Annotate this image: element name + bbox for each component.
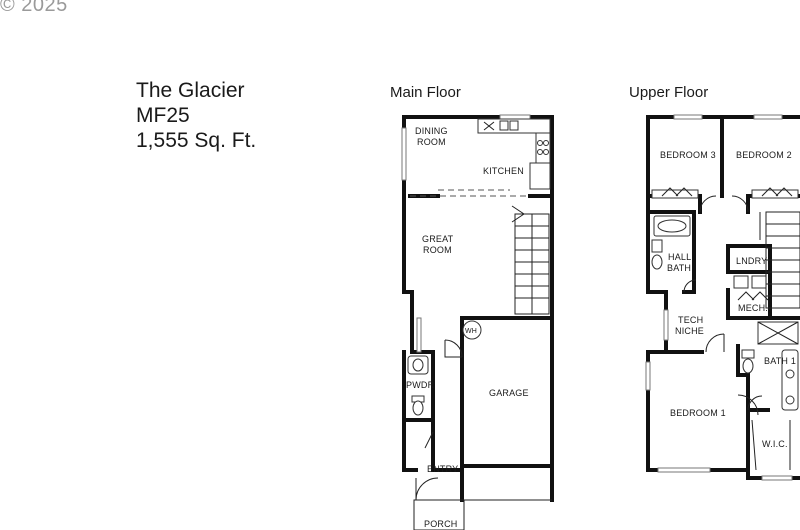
room-label-tech: TECH — [678, 315, 703, 325]
plan-code: MF25 — [136, 104, 190, 127]
copyright-text: © 2025 — [0, 0, 68, 16]
upper-floor-title: Upper Floor — [629, 84, 709, 101]
room-label-bedroom2: BEDROOM 2 — [736, 150, 792, 160]
room-label-wic: W.I.C. — [762, 439, 788, 449]
room-label-tech-2: NICHE — [675, 326, 704, 336]
main-floor-title: Main Floor — [390, 84, 461, 101]
upper-floor-plan — [645, 114, 800, 481]
room-label-great: GREAT — [422, 234, 454, 244]
plan-area: 1,555 Sq. Ft. — [136, 129, 257, 152]
room-label-bedroom1: BEDROOM 1 — [670, 408, 726, 418]
plan-info: The Glacier MF25 1,555 Sq. Ft. — [136, 78, 256, 153]
room-label-entry: ENTRY — [427, 464, 458, 474]
room-label-water-heater: WH — [465, 328, 477, 335]
room-label-hall-bath: HALL — [668, 252, 691, 262]
room-label-hall-bath-2: BATH — [667, 263, 691, 273]
room-label-porch: PORCH — [424, 519, 458, 529]
main-floor-plan — [401, 114, 554, 530]
room-label-great-2: ROOM — [423, 245, 452, 255]
room-label-kitchen: KITCHEN — [483, 166, 524, 176]
room-label-garage: GARAGE — [489, 388, 529, 398]
room-label-dining: DINING — [415, 126, 448, 136]
room-label-mech: MECH. — [738, 303, 768, 313]
room-label-bath1: BATH 1 — [764, 356, 796, 366]
plan-name: The Glacier — [136, 79, 245, 102]
room-label-laundry: LNDRY — [736, 256, 767, 266]
room-label-dining-2: ROOM — [417, 137, 446, 147]
room-label-bedroom3: BEDROOM 3 — [660, 150, 716, 160]
room-label-powder: PWDR — [406, 380, 435, 390]
